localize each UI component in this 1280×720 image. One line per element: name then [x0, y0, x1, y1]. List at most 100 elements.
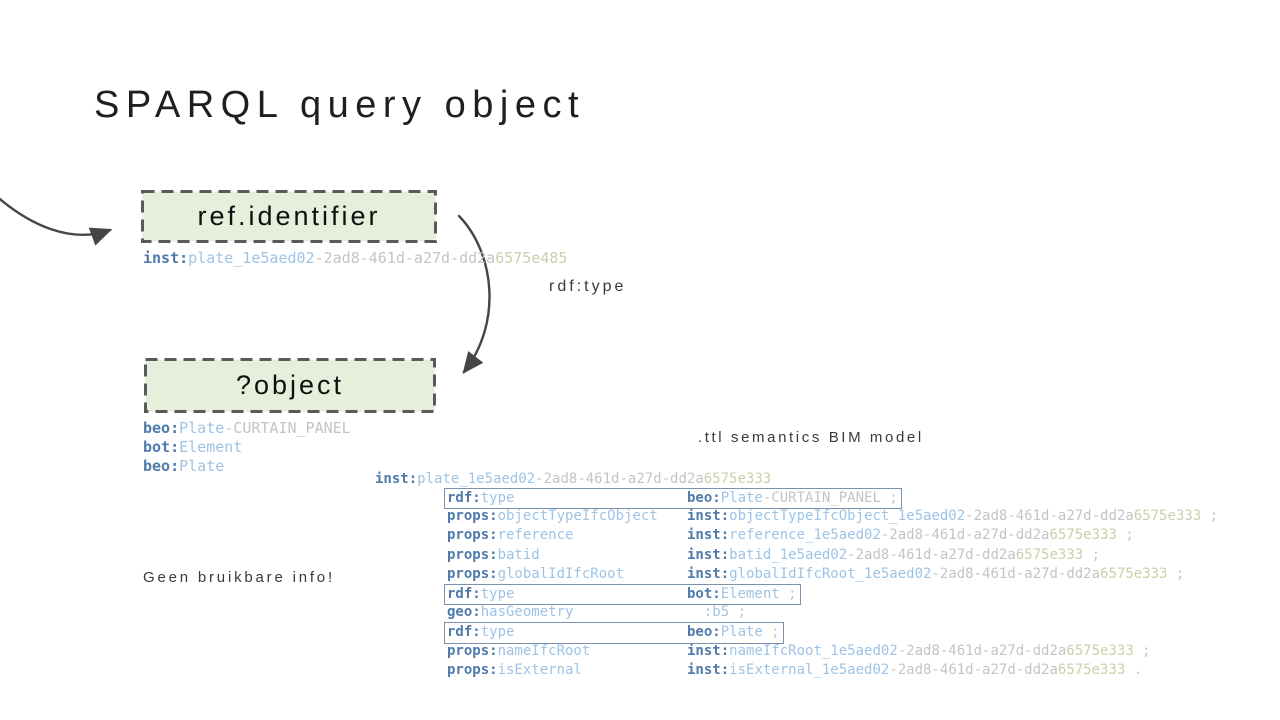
- ttl-predicate: rdf:type: [447, 623, 687, 642]
- code-segment: 6575e485: [495, 249, 568, 267]
- code-segment: reference_1e5aed02: [729, 527, 881, 544]
- code-segment: objectTypeIfcObject_1e5aed02: [729, 508, 966, 525]
- ttl-predicate: props:isExternal: [447, 661, 687, 680]
- arrow-ref-to-object: [457, 214, 491, 374]
- ref-identifier-node-label: ref.identifier: [197, 201, 381, 231]
- object-type-line: beo:Plate: [143, 457, 351, 476]
- code-segment: -2ad8-461d-a27d-dd2a: [880, 527, 1050, 544]
- code-segment: -2ad8-461d-a27d-dd2a: [965, 508, 1134, 525]
- ttl-predicate: rdf:type: [447, 585, 687, 604]
- code-segment: 6575e333: [1015, 546, 1084, 563]
- code-segment: -2ad8-461d-a27d-dd2a: [535, 471, 704, 487]
- ttl-predicate: rdf:type: [447, 489, 687, 508]
- code-segment: objectTypeIfcObject: [497, 508, 658, 525]
- code-segment: beo:: [687, 490, 721, 506]
- code-segment: inst:: [143, 249, 189, 267]
- code-segment: reference: [497, 527, 574, 544]
- code-segment: isExternal: [497, 661, 582, 678]
- code-segment: ;: [1083, 546, 1101, 563]
- code-segment: 6575e333: [1057, 661, 1126, 678]
- ttl-object: inst:batid_1e5aed02-2ad8-461d-a27d-dd2a6…: [687, 546, 1100, 565]
- code-segment: .: [1125, 661, 1143, 678]
- ttl-object: inst:globalIdIfcRoot_1e5aed02-2ad8-461d-…: [687, 565, 1184, 584]
- code-segment: Plate: [720, 490, 763, 506]
- code-segment: ;: [1201, 508, 1219, 525]
- ttl-row-content: geo:hasGeometry :b5 ;: [447, 603, 746, 622]
- code-segment: Plate: [720, 624, 763, 641]
- ttl-object: inst:objectTypeIfcObject_1e5aed02-2ad8-4…: [687, 507, 1218, 526]
- code-segment: ;: [1116, 527, 1134, 544]
- code-segment: inst:: [687, 565, 730, 582]
- ttl-predicate: props:nameIfcRoot: [447, 642, 687, 661]
- code-segment: beo:: [143, 419, 180, 437]
- code-segment: -2ad8-461d-a27d-dd2a: [931, 565, 1101, 582]
- code-segment: ;: [880, 490, 898, 506]
- code-segment: type: [480, 490, 515, 506]
- ttl-predicate: props:reference: [447, 526, 687, 545]
- code-segment: rdf:: [447, 490, 481, 506]
- code-segment: -2ad8-461d-a27d-dd2a: [889, 661, 1058, 678]
- code-segment: props:: [447, 565, 498, 582]
- ttl-predicate: props:objectTypeIfcObject: [447, 507, 687, 526]
- ttl-object: inst:nameIfcRoot_1e5aed02-2ad8-461d-a27d…: [687, 642, 1151, 661]
- code-segment: -2ad8-461d-a27d-dd2a: [897, 642, 1067, 659]
- code-segment: ;: [762, 624, 780, 641]
- code-segment: globalIdIfcRoot_1e5aed02: [729, 565, 932, 582]
- code-segment: beo:: [687, 624, 721, 641]
- code-segment: batid: [497, 546, 540, 563]
- code-segment: isExternal_1e5aed02: [729, 661, 890, 678]
- code-segment: props:: [447, 527, 498, 544]
- ttl-object: inst:isExternal_1e5aed02-2ad8-461d-a27d-…: [687, 661, 1142, 680]
- code-segment: bot:: [687, 585, 721, 602]
- code-segment: Plate: [179, 457, 225, 476]
- code-segment: 6575e333: [703, 471, 772, 487]
- code-segment: -CURTAIN_PANEL: [762, 490, 881, 506]
- ttl-predicate: props:batid: [447, 546, 687, 565]
- code-segment: -CURTAIN_PANEL: [224, 419, 351, 437]
- code-segment: Element: [720, 585, 780, 602]
- code-segment: geo:: [447, 604, 481, 621]
- code-segment: [687, 604, 704, 620]
- code-segment: 6575e333: [1133, 508, 1202, 525]
- object-type-line: bot:Element: [143, 438, 351, 457]
- code-segment: props:: [447, 661, 498, 678]
- code-segment: inst:: [687, 508, 730, 525]
- code-segment: inst:: [375, 471, 418, 487]
- no-useful-info-note: Geen bruikbare info!: [143, 569, 335, 586]
- page-title: SPARQL query object: [94, 84, 586, 126]
- code-segment: props:: [447, 508, 498, 525]
- code-segment: inst:: [687, 642, 730, 659]
- ttl-object: :b5 ;: [687, 603, 746, 622]
- code-segment: :b5: [703, 604, 730, 621]
- ref-instance-uri: inst:plate_1e5aed02-2ad8-461d-a27d-dd2a6…: [143, 249, 567, 267]
- ttl-object: beo:Plate-CURTAIN_PANEL ;: [687, 489, 898, 508]
- code-segment: 6575e333: [1100, 565, 1168, 582]
- code-segment: Plate: [179, 419, 225, 437]
- ttl-predicate: props:globalIdIfcRoot: [447, 565, 687, 584]
- ttl-row: geo:hasGeometry :b5 ;: [447, 603, 1218, 622]
- code-segment: globalIdIfcRoot: [497, 565, 625, 582]
- ttl-subject-uri: inst:plate_1e5aed02-2ad8-461d-a27d-dd2a6…: [375, 470, 771, 488]
- ttl-model-caption: .ttl semantics BIM model: [698, 429, 924, 446]
- code-segment: 6575e333: [1066, 642, 1134, 659]
- ttl-predicate: geo:hasGeometry: [447, 603, 687, 622]
- ttl-object: beo:Plate ;: [687, 623, 780, 642]
- code-segment: plate_1e5aed02: [417, 471, 536, 487]
- code-segment: -2ad8-461d-a27d-dd2a: [847, 546, 1016, 563]
- code-segment: inst:: [687, 527, 730, 544]
